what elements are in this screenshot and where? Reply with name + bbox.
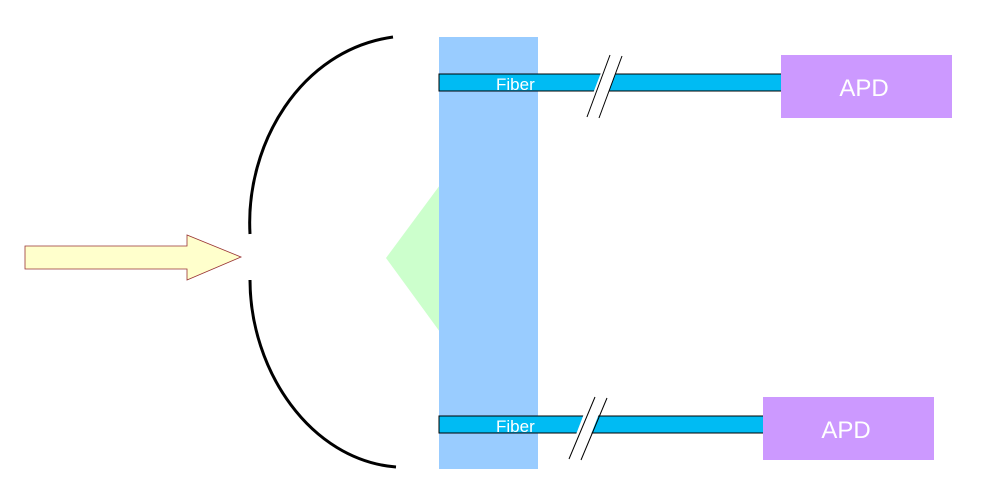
fiber-top-label: Fiber: [496, 75, 535, 94]
substrate-plate: [439, 37, 538, 469]
mirror-lower-arc: [248, 279, 397, 469]
apd-bottom-label: APD: [821, 417, 870, 444]
apd-top: [781, 55, 952, 118]
mirror-upper-arc: [248, 35, 394, 235]
fiber-bottom: [438, 415, 765, 434]
apd-top-label: APD: [839, 75, 888, 102]
fiber-top-break-mark: [584, 53, 623, 121]
incoming-light-arrow: [24, 234, 243, 281]
light-cone: [386, 185, 440, 332]
fiber-bottom-break-mark: [567, 394, 608, 462]
fiber-bottom-label: Fiber: [496, 417, 535, 436]
apd-bottom: [763, 397, 934, 460]
